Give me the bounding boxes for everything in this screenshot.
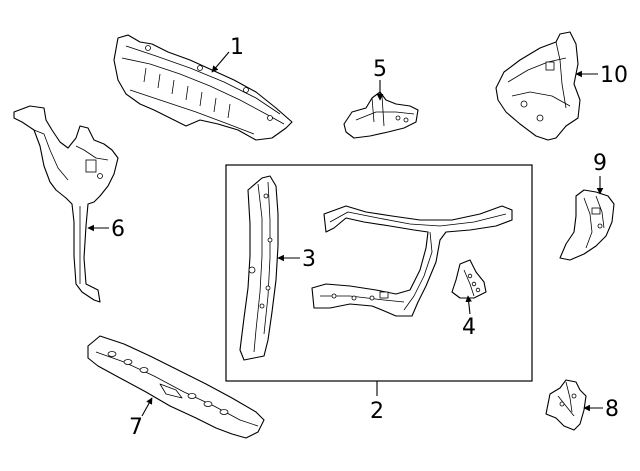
callout-label-9: 9	[593, 151, 607, 176]
part-7-lower-crossmember	[87, 335, 265, 439]
part-9-bracket	[559, 189, 615, 261]
leader-1	[211, 51, 230, 73]
part-5-bracket	[343, 91, 419, 139]
callout-label-4: 4	[462, 315, 476, 340]
part-1-upper-panel	[113, 34, 293, 141]
part-6-side-support	[13, 105, 119, 303]
callout-label-5: 5	[373, 57, 387, 82]
callout-6: 6	[87, 217, 125, 242]
part-8-bracket	[545, 379, 587, 431]
callout-5: 5	[373, 57, 387, 101]
callout-2: 2	[370, 381, 384, 424]
callout-label-10: 10	[600, 63, 628, 88]
part-4-plate	[451, 259, 487, 299]
callout-4: 4	[462, 295, 476, 340]
group-box-part-2	[225, 164, 533, 382]
part-3-side-panel	[239, 175, 279, 361]
callout-label-8: 8	[605, 397, 619, 422]
leader-7	[141, 397, 153, 417]
callout-label-7: 7	[129, 415, 143, 440]
callout-10: 10	[575, 63, 628, 88]
part-2-center-frame	[311, 205, 513, 317]
callout-label-6: 6	[111, 217, 125, 242]
leader-4	[465, 295, 472, 315]
part-10-large-bracket	[495, 31, 581, 141]
callout-7: 7	[129, 397, 153, 440]
callout-3: 3	[277, 247, 316, 272]
callout-label-2: 2	[370, 399, 384, 424]
callout-9: 9	[593, 151, 607, 195]
callout-label-1: 1	[230, 35, 244, 60]
callout-label-3: 3	[302, 247, 316, 272]
callout-8: 8	[583, 397, 619, 422]
callout-1: 1	[211, 35, 244, 73]
